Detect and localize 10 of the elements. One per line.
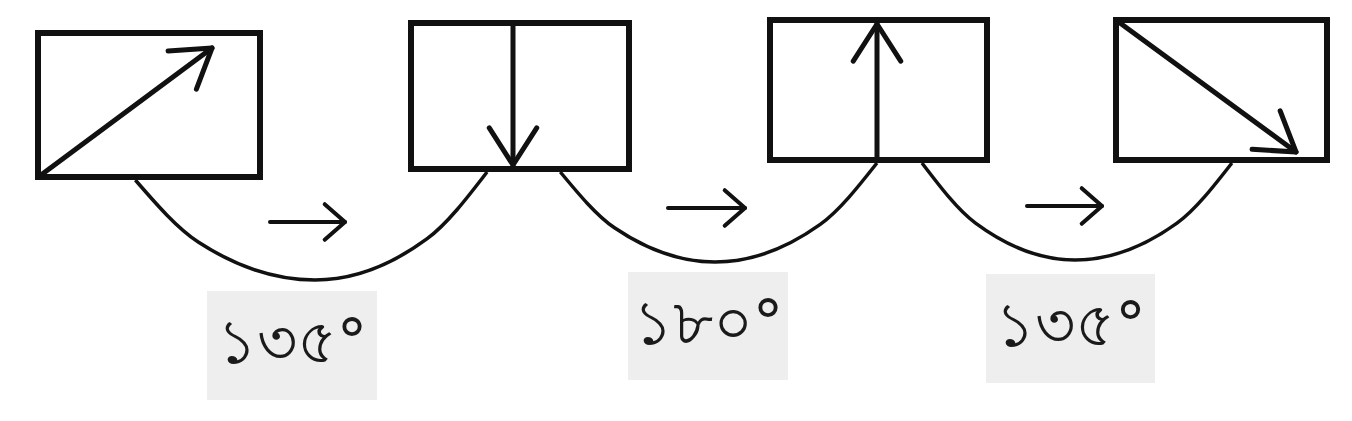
- angle-label: ১৮০°: [628, 272, 788, 380]
- angle-label: ১৩৫°: [207, 291, 377, 400]
- rectangle-frame: [35, 30, 263, 180]
- curved-connector: [134, 170, 489, 282]
- rectangle-frame: [408, 20, 632, 172]
- rectangle-frame: [1113, 17, 1330, 163]
- angle-label: ১৩৫°: [986, 274, 1155, 383]
- rectangle-frame: [767, 17, 990, 163]
- curved-connector: [920, 161, 1234, 262]
- curved-connector: [558, 161, 879, 264]
